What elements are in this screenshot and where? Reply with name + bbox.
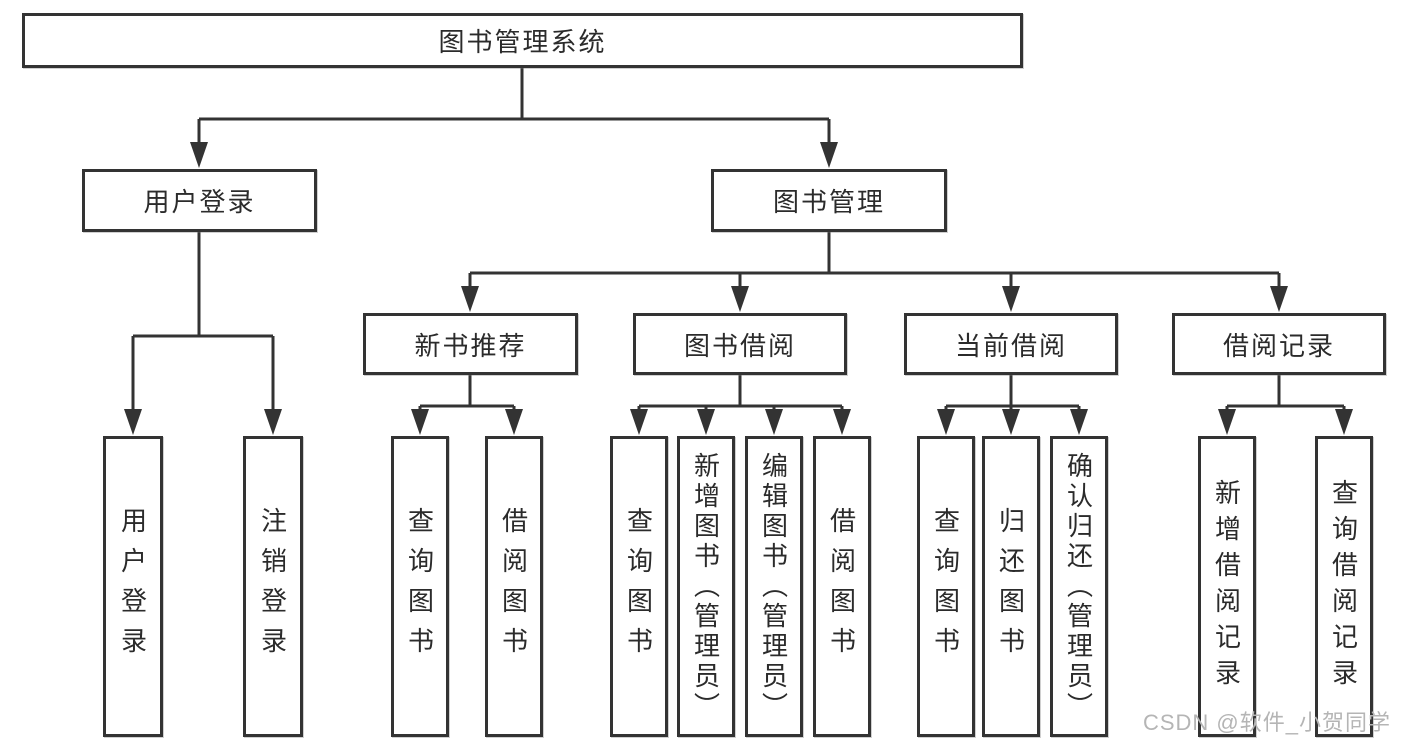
leaf-user-login: 用户登录 [103,436,163,737]
arrowhead-cb-return [1002,409,1020,435]
leaf-label: 借阅图书 [498,506,529,667]
leaf-current-return-books: 归还图书 [982,436,1040,737]
connector-borrow-record-children [1225,375,1346,413]
arrowhead-book-borrow [731,286,749,312]
leaf-newbook-query-books: 查询图书 [391,436,449,737]
arrowhead-leaf-login [124,409,142,435]
connector-book-mgmt-children [468,232,1281,292]
leaf-label: 新增图书（管理员） [690,451,721,722]
arrowhead-borrow-record [1270,286,1288,312]
module-new-book-recommend: 新书推荐 [363,313,578,375]
leaf-borrow-borrow-books: 借阅图书 [813,436,871,737]
arrowhead-bb-add [697,409,715,435]
arrowhead-bb-borrow [833,409,851,435]
leaf-label: 确认归还（管理员） [1063,451,1094,722]
connector-new-book-children [418,375,516,413]
leaf-record-add-borrow-record: 新增借阅记录 [1198,436,1256,737]
arrowhead-cb-confirm [1070,409,1088,435]
arrowhead-br-query [1335,409,1353,435]
root-node-system-title: 图书管理系统 [22,13,1023,68]
arrowhead-br-add [1218,409,1236,435]
module-borrow-records: 借阅记录 [1172,313,1386,375]
connector-root-to-branches [197,68,831,146]
arrowhead-cb-query [937,409,955,435]
leaf-label: 编辑图书（管理员） [758,451,789,722]
leaf-label: 借阅图书 [826,506,857,667]
arrowhead-leaf-logout [264,409,282,435]
arrowhead-bb-query [630,409,648,435]
leaf-borrow-edit-books-admin: 编辑图书（管理员） [745,436,803,737]
leaf-borrow-add-books-admin: 新增图书（管理员） [677,436,735,737]
connector-book-borrow-children [637,375,844,413]
leaf-label: 新增借阅记录 [1211,478,1242,695]
leaf-newbook-borrow-books: 借阅图书 [485,436,543,737]
arrowhead-user-login [190,142,208,168]
leaf-label: 查询图书 [930,506,961,667]
leaf-label: 用户登录 [117,506,148,667]
connector-user-login-children [131,232,275,412]
arrowhead-current-borrow [1002,286,1020,312]
leaf-label: 归还图书 [995,506,1026,667]
leaf-borrow-query-books: 查询图书 [610,436,668,737]
arrowhead-book-mgmt [820,142,838,168]
leaf-record-query-borrow-record: 查询借阅记录 [1315,436,1373,737]
arrowhead-nb-query [411,409,429,435]
leaf-logout: 注销登录 [243,436,303,737]
arrowhead-nb-borrow [505,409,523,435]
connector-current-borrow-children [944,375,1081,413]
leaf-label: 注销登录 [257,506,288,667]
leaf-label: 查询借阅记录 [1328,478,1359,695]
arrowhead-new-book [461,286,479,312]
leaf-current-query-books: 查询图书 [917,436,975,737]
arrowhead-bb-edit [765,409,783,435]
branch-user-login: 用户登录 [82,169,317,232]
module-current-borrow: 当前借阅 [904,313,1118,375]
leaf-current-confirm-return-admin: 确认归还（管理员） [1050,436,1108,737]
branch-book-management: 图书管理 [711,169,947,232]
module-book-borrow: 图书借阅 [633,313,847,375]
leaf-label: 查询图书 [623,506,654,667]
csdn-watermark: CSDN @软件_小贺同学 [1142,710,1391,735]
leaf-label: 查询图书 [404,506,435,667]
